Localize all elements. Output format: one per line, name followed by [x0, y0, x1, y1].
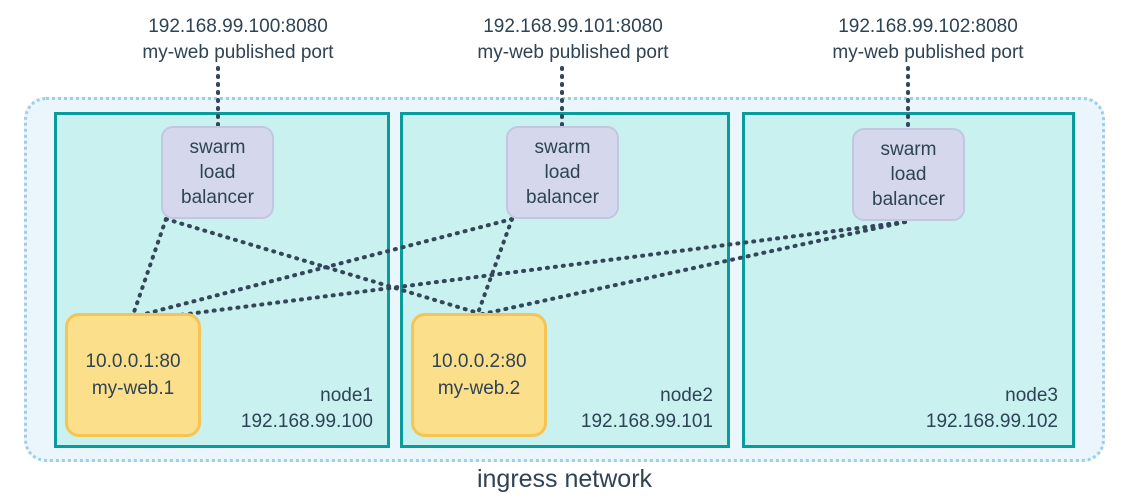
node-ip-node1: 192.168.99.100 — [240, 411, 373, 432]
published-port-address-node1: 192.168.99.100:8080 — [148, 16, 328, 37]
published-port-label-node3: 192.168.99.102:8080 my-web published por… — [818, 14, 1038, 66]
service-task-my-web-2: 10.0.0.2:80 my-web.2 — [411, 313, 547, 437]
lb-line3-node3: balancer — [872, 189, 945, 210]
published-port-label-node1: 192.168.99.100:8080 my-web published por… — [128, 14, 348, 66]
lb-line2-node3: load — [890, 164, 927, 185]
node-name-node2: node2 — [660, 385, 713, 406]
node-name-node3: node3 — [1005, 385, 1058, 406]
node-ip-node3: 192.168.99.102 — [925, 411, 1058, 432]
task-name-my-web-2: my-web.2 — [437, 378, 521, 399]
published-port-caption-node3: my-web published port — [832, 42, 1024, 63]
lb-line1-node2: swarm — [534, 137, 591, 158]
node-ip-node2: 192.168.99.101 — [580, 411, 713, 432]
swarm-load-balancer-node1: swarm load balancer — [161, 126, 274, 219]
lb-line1-node3: swarm — [880, 139, 937, 160]
published-port-caption-node1: my-web published port — [142, 42, 334, 63]
task-name-my-web-1: my-web.1 — [91, 378, 175, 399]
task-address-my-web-2: 10.0.0.2:80 — [431, 351, 527, 372]
published-port-caption-node2: my-web published port — [477, 42, 669, 63]
lb-line3-node2: balancer — [526, 187, 599, 208]
published-port-address-node2: 192.168.99.101:8080 — [483, 16, 663, 37]
published-port-address-node3: 192.168.99.102:8080 — [838, 16, 1018, 37]
task-address-my-web-1: 10.0.0.1:80 — [85, 351, 181, 372]
swarm-load-balancer-node3: swarm load balancer — [852, 128, 965, 221]
node-name-node1: node1 — [320, 385, 373, 406]
published-port-label-node2: 192.168.99.101:8080 my-web published por… — [463, 14, 683, 66]
lb-line1-node1: swarm — [189, 137, 246, 158]
ingress-network-label: ingress network — [476, 465, 653, 493]
lb-line2-node1: load — [199, 162, 236, 183]
lb-line3-node1: balancer — [181, 187, 254, 208]
swarm-load-balancer-node2: swarm load balancer — [506, 126, 619, 219]
lb-line2-node2: load — [544, 162, 581, 183]
service-task-my-web-1: 10.0.0.1:80 my-web.1 — [65, 313, 201, 437]
